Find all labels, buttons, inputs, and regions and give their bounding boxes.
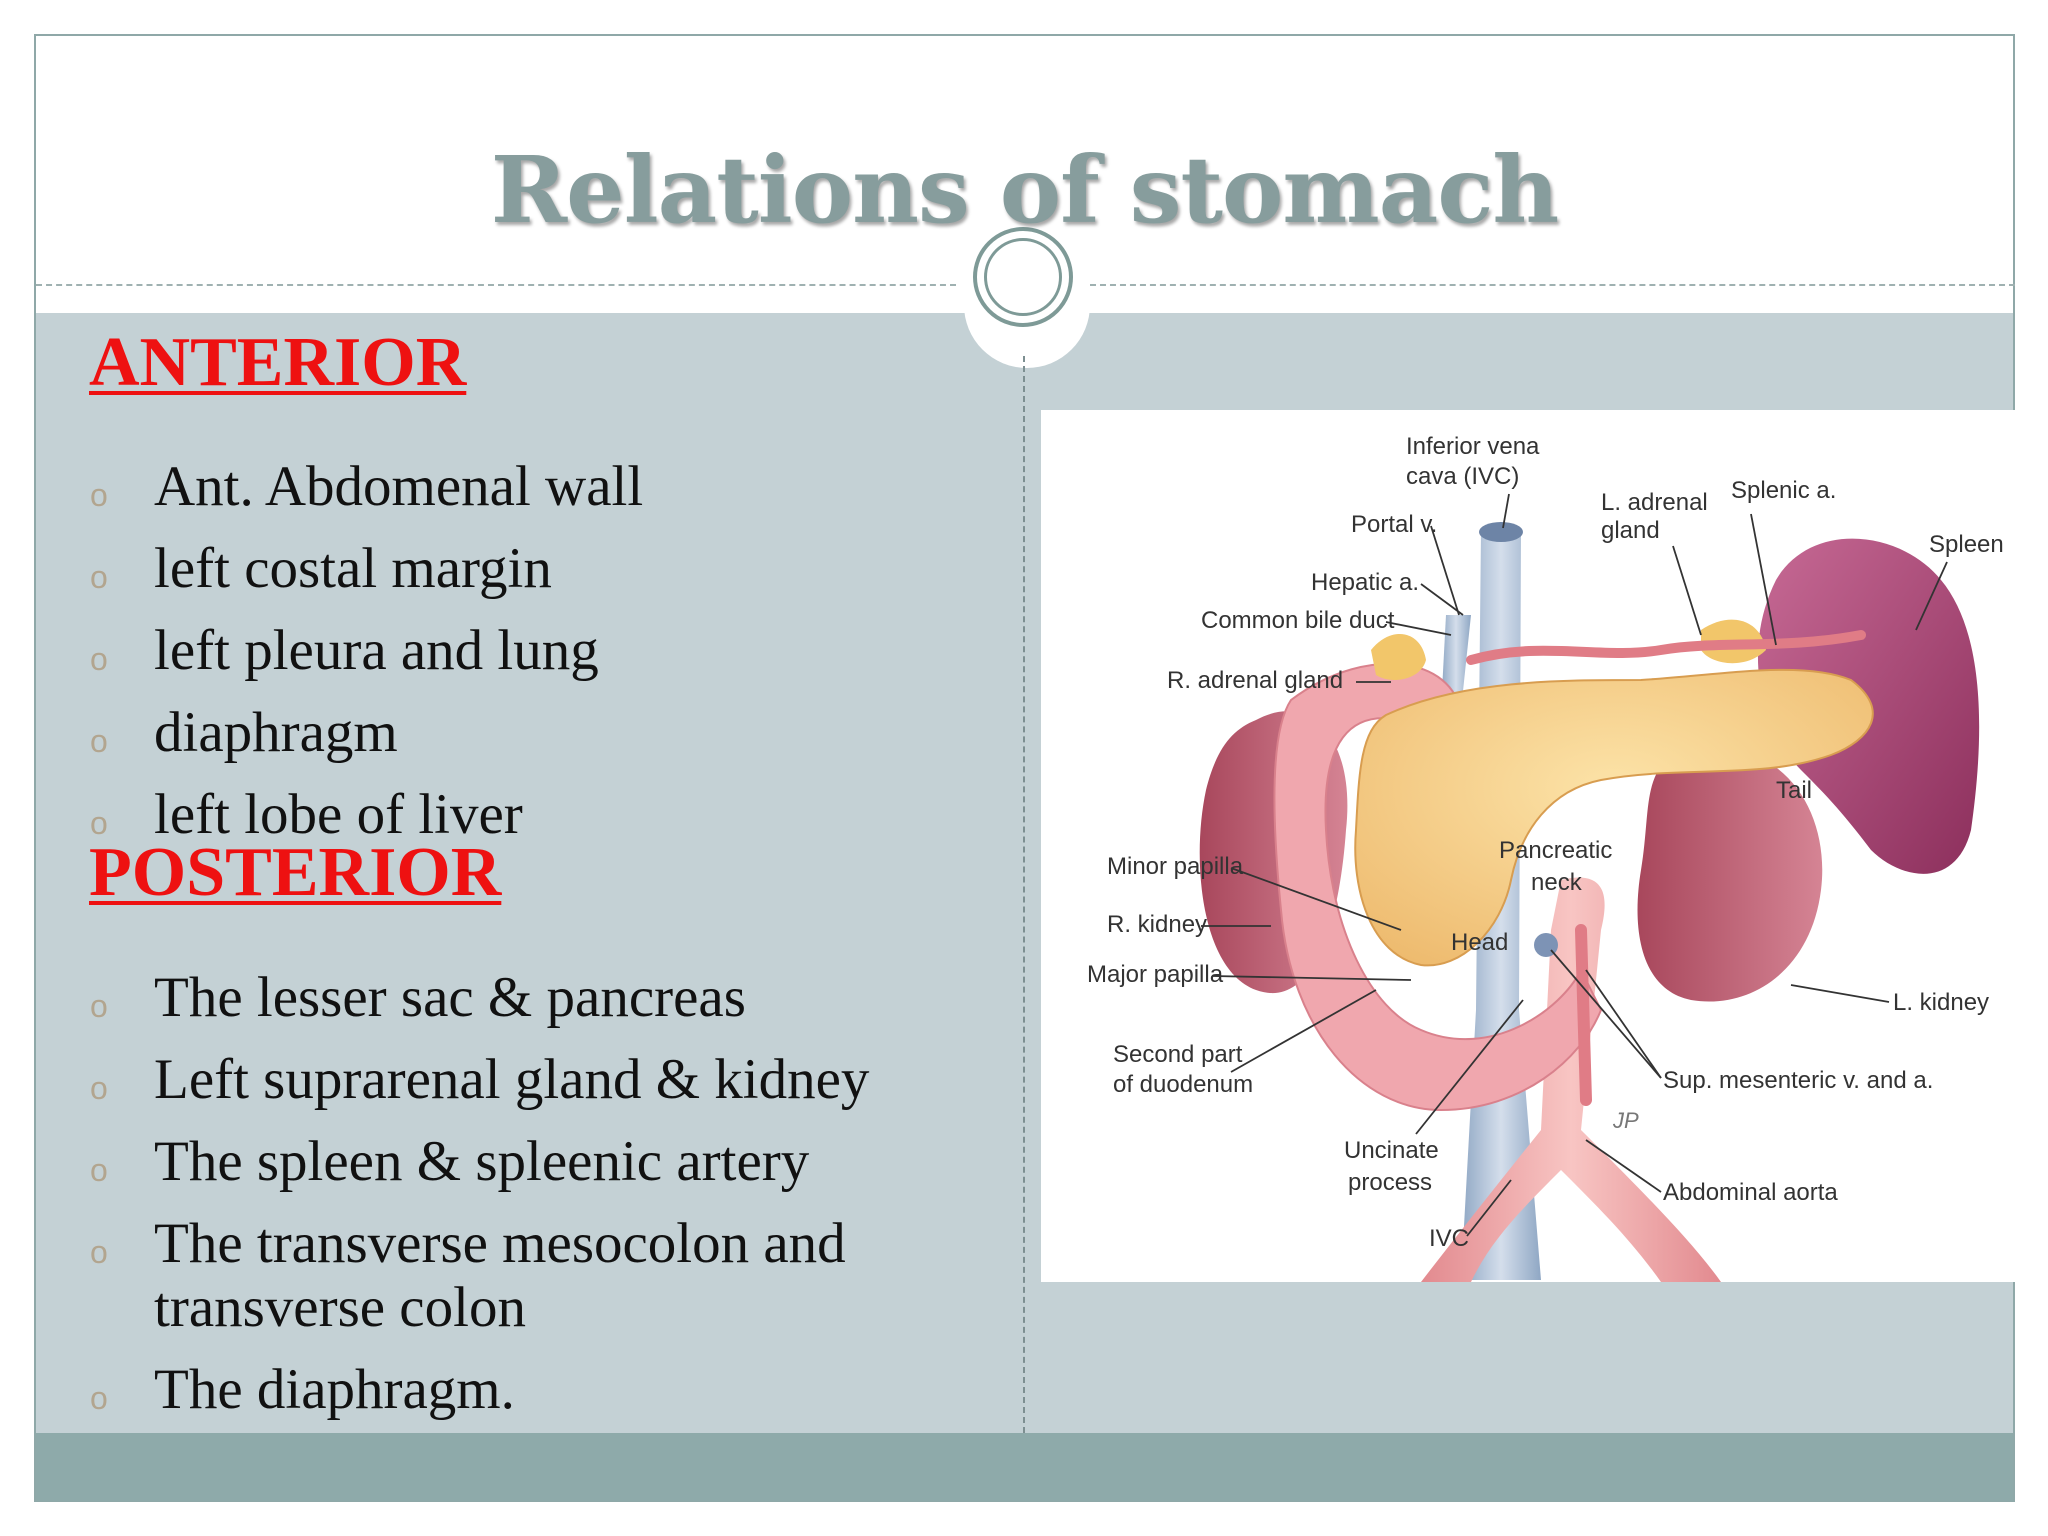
bullet-icon: o (90, 805, 108, 841)
bullet-icon: o (90, 723, 108, 759)
svg-text:process: process (1348, 1169, 1432, 1196)
svg-text:cava (IVC): cava (IVC) (1406, 463, 1519, 490)
label-ivc-bottom: IVC (1429, 1225, 1469, 1252)
divider-circle-ornament (973, 227, 1073, 327)
label-splenic-artery: Splenic a. (1731, 477, 1836, 504)
label-left-kidney: L. kidney (1893, 989, 1989, 1016)
pancreas-anatomy-diagram: Inferior vena cava (IVC) Portal v. L. ad… (1041, 410, 2017, 1282)
label-ivc: Inferior vena (1406, 433, 1540, 460)
footer-band (36, 1433, 2013, 1501)
column-divider (1023, 356, 1025, 1433)
right-adrenal-shape (1371, 633, 1426, 680)
anatomy-illustration: Inferior vena cava (IVC) Portal v. L. ad… (1087, 433, 2004, 1282)
label-uncinate-process: Uncinate (1344, 1137, 1439, 1164)
label-right-adrenal: R. adrenal gland (1167, 667, 1343, 694)
label-hepatic-artery: Hepatic a. (1311, 569, 1419, 596)
label-head: Head (1451, 929, 1508, 956)
bullet-icon: o (90, 559, 108, 595)
bullet-icon: o (90, 641, 108, 677)
title-divider-right (1090, 284, 2015, 286)
bullet-icon: o (90, 1380, 108, 1416)
label-pancreatic-neck: Pancreatic (1499, 837, 1612, 864)
svg-text:gland: gland (1601, 517, 1660, 544)
label-major-papilla: Major papilla (1087, 961, 1224, 988)
label-abdominal-aorta: Abdominal aorta (1663, 1179, 1838, 1206)
svg-text:neck: neck (1531, 869, 1583, 896)
bullet-icon: o (90, 1152, 108, 1188)
label-minor-papilla: Minor papilla (1107, 853, 1244, 880)
label-tail: Tail (1776, 777, 1812, 804)
label-common-bile-duct: Common bile duct (1201, 607, 1395, 634)
label-portal-vein: Portal v. (1351, 511, 1437, 538)
left-kidney-shape (1637, 746, 1823, 1002)
label-sup-mesenteric: Sup. mesenteric v. and a. (1663, 1067, 1933, 1094)
bullet-icon: o (90, 1070, 108, 1106)
artist-signature: JP (1612, 1108, 1639, 1133)
abdominal-aorta-vessel (1421, 877, 1721, 1282)
posterior-heading: POSTERIOR (89, 834, 502, 911)
bullet-icon: o (90, 988, 108, 1024)
slide-title: Relations of stomach (490, 136, 1560, 244)
label-left-adrenal: L. adrenal (1601, 489, 1708, 516)
label-right-kidney: R. kidney (1107, 911, 1207, 938)
bullet-icon: o (90, 477, 108, 513)
anterior-heading: ANTERIOR (89, 324, 467, 401)
label-spleen: Spleen (1929, 531, 2004, 558)
svg-text:of duodenum: of duodenum (1113, 1071, 1253, 1098)
splenic-artery (1466, 630, 1866, 665)
pancreas-shape (1354, 668, 1874, 967)
bullet-icon: o (90, 1234, 108, 1270)
title-divider-left (36, 284, 956, 286)
label-second-part-duodenum: Second part (1113, 1041, 1243, 1068)
